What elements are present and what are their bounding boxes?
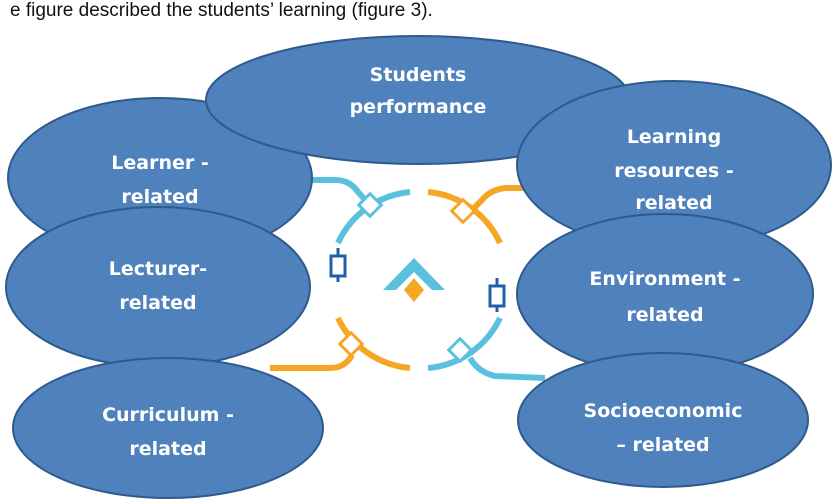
node-socioeconomic: Socioeconomic – related [517, 352, 809, 488]
node-ellipse [5, 206, 311, 368]
node-lecturer: Lecturer-related [5, 206, 311, 368]
center-node-students-performance: Students performance [205, 35, 631, 165]
pill-connectors [329, 248, 506, 312]
diamond-connector-icon [449, 197, 477, 225]
node-label-line: Learner - [111, 152, 208, 174]
node-label-line: resources - [614, 160, 733, 182]
node-label-line: related [626, 304, 703, 326]
node-environment: Environment - related [516, 213, 814, 375]
figure-caption: e figure described the students’ learnin… [10, 0, 433, 21]
node-label: Socioeconomic – related [584, 400, 743, 456]
node-label-line: Learning [627, 126, 721, 148]
node-label: Environment - related [589, 268, 740, 326]
node-ellipse [517, 352, 809, 488]
pill-connector-icon [329, 254, 347, 278]
node-label-line: – related [616, 434, 709, 456]
node-label-line: performance [350, 96, 487, 118]
chevron-up-logo-icon [383, 258, 445, 302]
diamond-connector-icon [446, 336, 474, 364]
ring-arc-orange-bottom [335, 316, 411, 371]
node-label-line: related [635, 192, 712, 214]
node-label-line: related [119, 292, 196, 314]
pill-connector-icon [488, 284, 506, 308]
diamond-connector-icon [356, 191, 384, 219]
connector-line-curriculum [270, 353, 355, 371]
nodes-layer: Learner - related Students performanceLearn… [5, 35, 832, 499]
node-label-line: Lecturer- [109, 258, 207, 280]
node-label: Lecturer-related [109, 258, 207, 314]
node-label: Curriculum - related [102, 404, 234, 460]
connector-line-resources [467, 185, 530, 215]
node-label-line: Socioeconomic [584, 400, 743, 422]
node-label-line: Curriculum - [102, 404, 234, 426]
node-ellipse [12, 357, 324, 499]
node-label: Learning resources - related [614, 126, 733, 214]
diamond-connectors [337, 191, 477, 364]
diamond-connector-icon [337, 330, 365, 358]
ring-connectors [270, 177, 546, 381]
connector-line-learner [300, 177, 373, 208]
node-ellipse [516, 213, 814, 375]
node-label-line: related [129, 438, 206, 460]
node-resources: Learning resources - related [516, 80, 832, 250]
node-curriculum: Curriculum - related [12, 357, 324, 499]
node-label-line: related [121, 186, 198, 208]
connector-line-socioeconomic [467, 356, 546, 381]
node-label-line: Environment - [589, 268, 740, 290]
node-label: Learner - related [111, 152, 208, 208]
node-label-line: Students [370, 64, 467, 86]
node-label: Students performance [350, 64, 487, 118]
